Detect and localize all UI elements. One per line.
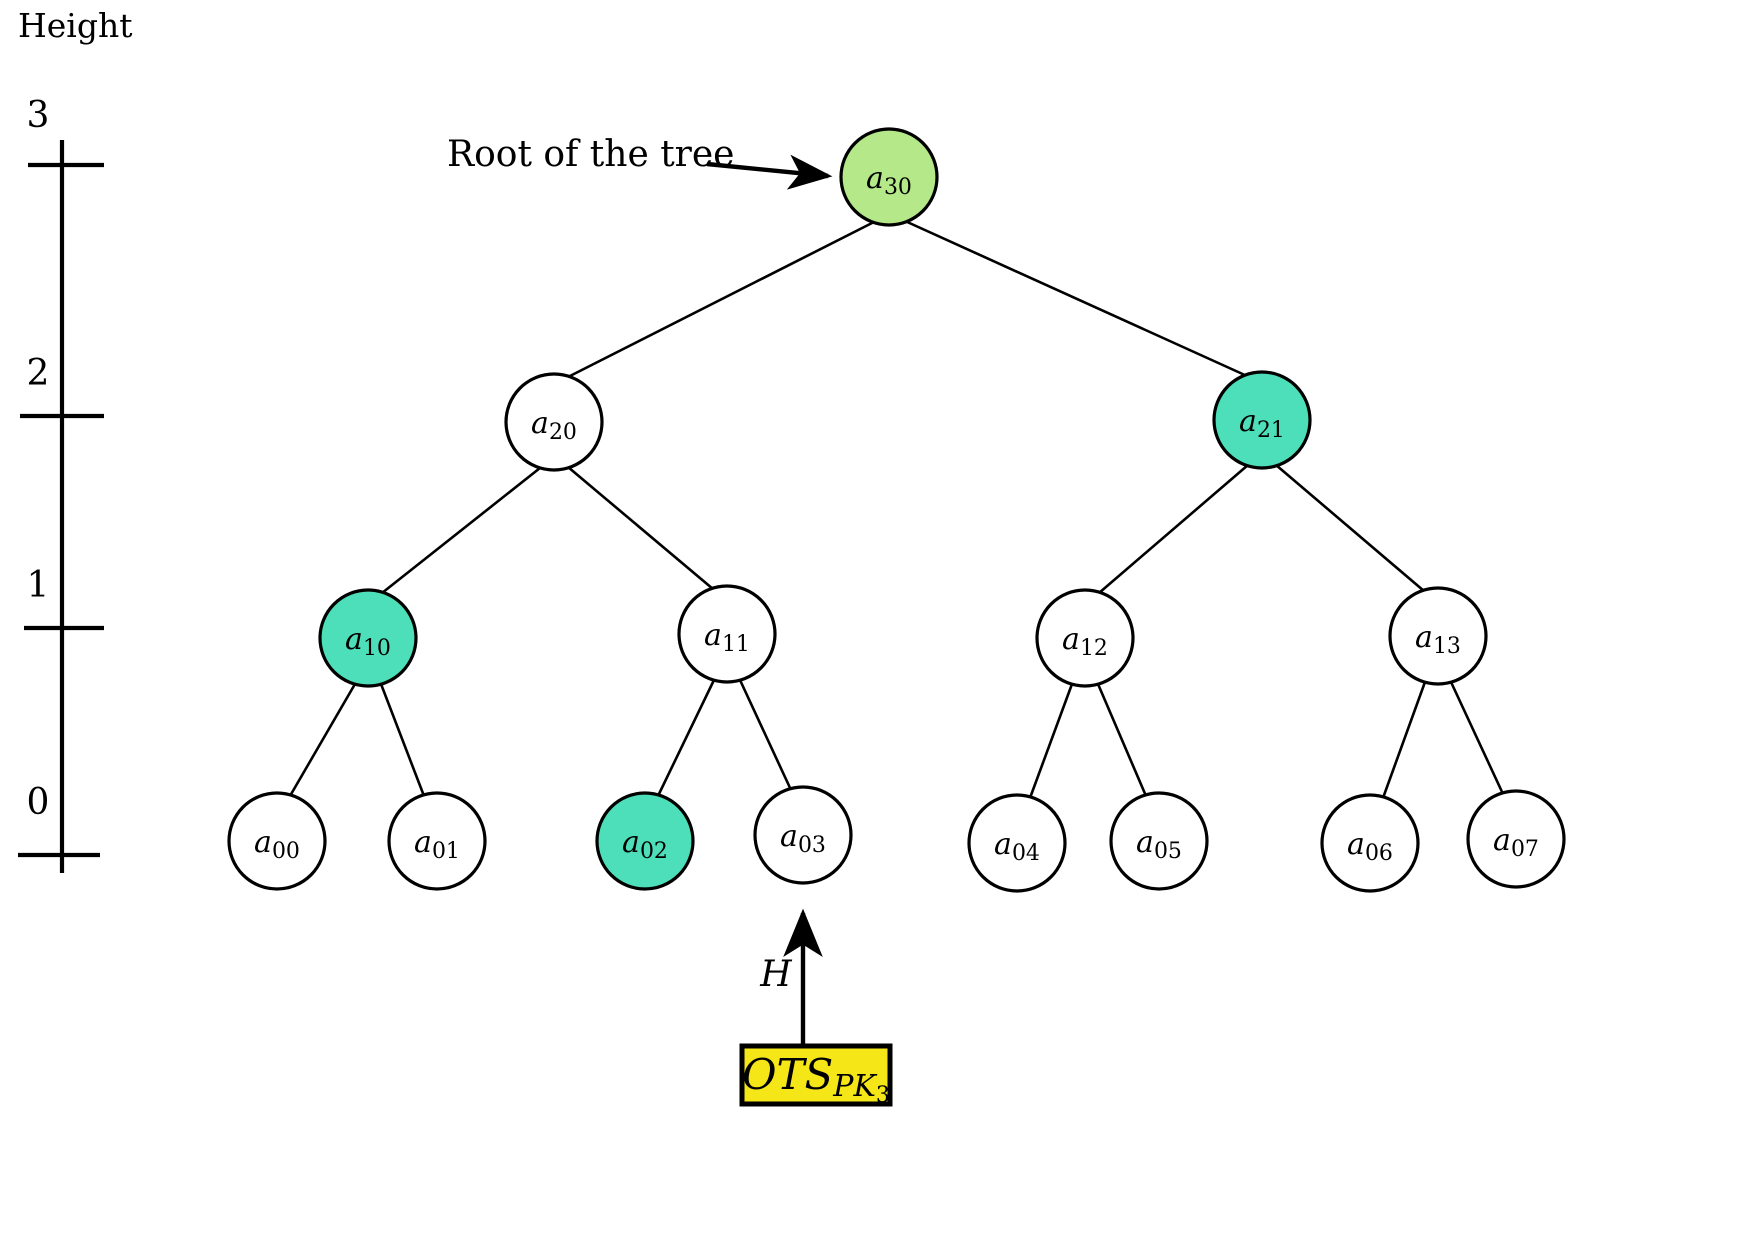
node-label-a04: a04 — [994, 827, 1040, 866]
axis-tick-label-1: 1 — [27, 565, 50, 606]
tree-node-a04[interactable]: a04 — [967, 793, 1067, 893]
node-circle-a11[interactable] — [677, 584, 777, 684]
root-pointer-arrow-icon — [706, 154, 833, 190]
edge-a11-a03 — [738, 679, 793, 791]
node-circle-a20[interactable] — [504, 372, 604, 472]
node-circle-a05[interactable] — [1109, 791, 1209, 891]
hash-function-label: H — [759, 954, 792, 995]
node-label-a10: a10 — [345, 622, 391, 661]
tree-node-a06[interactable]: a06 — [1320, 793, 1420, 893]
edge-a30-a21 — [904, 219, 1248, 378]
axis-tick-label-3: 3 — [27, 95, 50, 136]
node-circle-a03[interactable] — [753, 785, 853, 885]
hash-arrow-group: H — [759, 908, 823, 1046]
tree-edges — [288, 219, 1505, 799]
tree-node-a10[interactable]: a10 — [318, 588, 418, 688]
node-label-a05: a05 — [1136, 825, 1182, 864]
node-circle-a10[interactable] — [318, 588, 418, 688]
edge-a12-a04 — [1028, 683, 1074, 799]
edge-a13-a06 — [1381, 681, 1427, 799]
ots-public-key-box[interactable]: OTSPK3 — [739, 1043, 893, 1108]
axis-title-height: Height — [18, 6, 133, 45]
node-circle-a06[interactable] — [1320, 793, 1420, 893]
node-label-a00: a00 — [254, 825, 300, 864]
ots-box-label: OTSPK3 — [742, 1050, 890, 1108]
tree-node-a12[interactable]: a12 — [1035, 588, 1135, 688]
edge-a20-a10 — [381, 466, 541, 595]
node-circle-a30[interactable] — [839, 127, 939, 227]
edge-a11-a02 — [656, 679, 716, 797]
node-circle-a02[interactable] — [595, 791, 695, 891]
tree-node-a20[interactable]: a20 — [504, 372, 604, 472]
tree-node-a01[interactable]: a01 — [387, 791, 487, 891]
edge-a13-a07 — [1449, 681, 1505, 795]
node-label-a30: a30 — [866, 161, 912, 200]
node-circle-a00[interactable] — [227, 791, 327, 891]
node-label-a20: a20 — [531, 406, 577, 445]
node-label-a01: a01 — [414, 825, 460, 864]
tree-node-a02[interactable]: a02 — [595, 791, 695, 891]
edge-a20-a11 — [567, 466, 714, 590]
tree-node-a07[interactable]: a07 — [1466, 789, 1566, 889]
root-annotation: Root of the tree — [447, 134, 833, 190]
node-circle-a12[interactable] — [1035, 588, 1135, 688]
tree-node-a03[interactable]: a03 — [753, 785, 853, 885]
edge-a30-a20 — [567, 220, 875, 379]
tree-nodes: a30 a20 a21 a10 a11 a12 — [227, 127, 1566, 893]
node-label-a12: a12 — [1062, 622, 1108, 661]
node-circle-a04[interactable] — [967, 793, 1067, 893]
root-annotation-text: Root of the tree — [447, 134, 735, 175]
node-label-a11: a11 — [704, 618, 750, 657]
edge-a21-a13 — [1275, 464, 1425, 592]
axis-tick-label-0: 0 — [27, 782, 50, 823]
edge-a10-a01 — [379, 683, 426, 797]
edge-a12-a05 — [1096, 683, 1148, 797]
height-axis: Height 3 2 1 0 — [18, 6, 133, 873]
tree-node-a11[interactable]: a11 — [677, 584, 777, 684]
node-label-a06: a06 — [1347, 827, 1393, 866]
tree-node-a30[interactable]: a30 — [839, 127, 939, 227]
node-circle-a07[interactable] — [1466, 789, 1566, 889]
node-label-a21: a21 — [1239, 404, 1285, 443]
node-circle-a13[interactable] — [1388, 586, 1488, 686]
edge-a21-a12 — [1098, 464, 1249, 594]
ots-box-rect[interactable] — [739, 1043, 893, 1107]
tree-node-a21[interactable]: a21 — [1212, 370, 1312, 470]
node-label-a07: a07 — [1493, 823, 1539, 862]
node-label-a02: a02 — [622, 825, 668, 864]
node-circle-a01[interactable] — [387, 791, 487, 891]
node-label-a13: a13 — [1415, 620, 1461, 659]
tree-node-a05[interactable]: a05 — [1109, 791, 1209, 891]
tree-node-a13[interactable]: a13 — [1388, 586, 1488, 686]
node-circle-a21[interactable] — [1212, 370, 1312, 470]
node-label-a03: a03 — [780, 819, 826, 858]
axis-tick-label-2: 2 — [27, 353, 50, 394]
edge-a10-a00 — [288, 683, 357, 797]
tree-node-a00[interactable]: a00 — [227, 791, 327, 891]
